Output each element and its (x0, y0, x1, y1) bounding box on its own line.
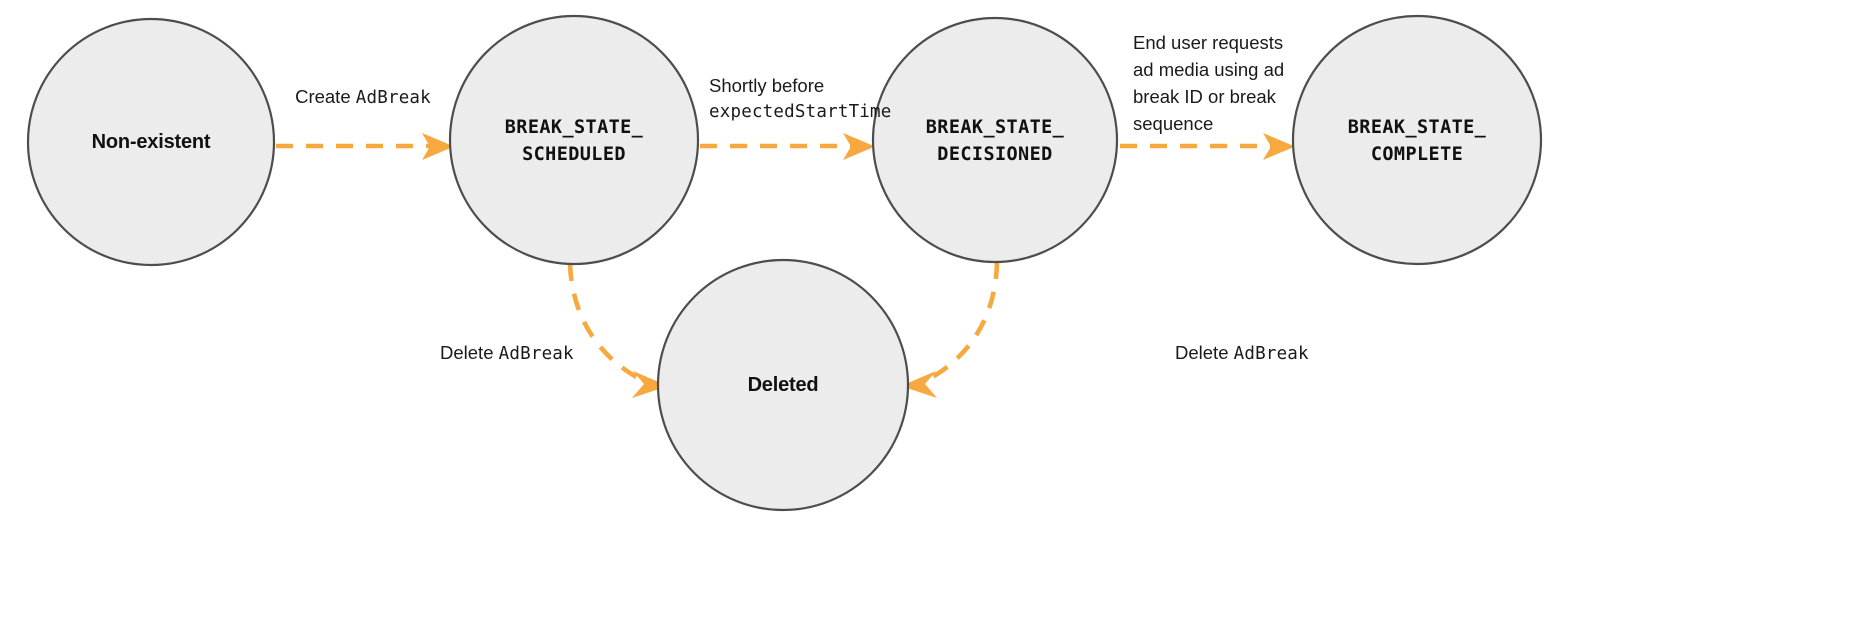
edge-label-shortly-before-line-2: expectedStartTime (709, 100, 929, 125)
edge-label-end-user-requests-seg-1: End user requests (1133, 32, 1284, 53)
edge-label-end-user-requests-seg-2: ad media using ad (1133, 59, 1285, 80)
node-deleted[interactable] (656, 258, 910, 512)
edge-create-adbreak-arrowhead (422, 133, 454, 160)
edge-label-delete-scheduled-seg-1: Delete (440, 342, 499, 363)
edge-label-delete-decisioned-line-1: Delete AdBreak (1175, 340, 1375, 367)
edge-label-create-adbreak-line-1: Create AdBreak (290, 84, 436, 111)
edge-label-delete-adbreak-from-decisioned: Delete AdBreak (1175, 340, 1375, 367)
edge-label-end-user-requests-line-2: ad media using ad (1133, 57, 1363, 84)
edge-label-create-adbreak-seg-1: Create (295, 86, 356, 107)
node-break-state-decisioned[interactable] (871, 16, 1119, 264)
edge-label-shortly-before-expected-start-time: Shortly before expectedStartTime (709, 73, 929, 125)
edge-delete-scheduled-arrowhead (632, 371, 668, 398)
edge-label-end-user-requests-line-3: break ID or break (1133, 84, 1363, 111)
edge-label-create-adbreak: Create AdBreak (290, 84, 436, 111)
edge-delete-decisioned-line (916, 261, 1000, 388)
edge-label-delete-adbreak-from-scheduled: Delete AdBreak (440, 340, 640, 367)
edge-label-delete-scheduled-seg-2: AdBreak (498, 344, 574, 364)
node-non-existent[interactable] (26, 17, 276, 267)
edge-end-user-requests-ad-media (1120, 133, 1295, 160)
edge-delete-adbreak-from-scheduled (567, 263, 668, 398)
edge-label-shortly-before-line-1: Shortly before (709, 73, 929, 100)
edge-label-end-user-requests-ad-media: End user requests ad media using ad brea… (1133, 30, 1363, 138)
edge-label-shortly-before-seg-1: Shortly before (709, 75, 825, 96)
edge-label-end-user-requests-seg-3: break ID or break (1133, 86, 1276, 107)
edge-label-end-user-requests-line-4: sequence (1133, 111, 1363, 138)
edge-label-end-user-requests-seg-4: sequence (1133, 113, 1214, 134)
edge-label-delete-decisioned-seg-1: Delete (1175, 342, 1234, 363)
edge-end-user-requests-arrowhead (1263, 133, 1295, 160)
node-break-state-scheduled[interactable] (448, 14, 700, 266)
edge-label-delete-decisioned-seg-2: AdBreak (1233, 344, 1309, 364)
edge-shortly-before-arrowhead (843, 133, 875, 160)
edge-label-shortly-before-seg-2: expectedStartTime (709, 102, 892, 122)
edge-create-adbreak (276, 133, 454, 160)
edge-shortly-before-expected-start-time (700, 133, 875, 160)
edge-delete-scheduled-line (567, 263, 653, 388)
node-break-state-complete[interactable] (1291, 14, 1543, 266)
edge-delete-decisioned-arrowhead (901, 371, 937, 398)
edge-delete-adbreak-from-decisioned (901, 261, 1000, 398)
edge-label-create-adbreak-seg-2: AdBreak (355, 88, 431, 108)
edge-label-end-user-requests-line-1: End user requests (1133, 30, 1363, 57)
edge-label-delete-scheduled-line-1: Delete AdBreak (440, 340, 640, 367)
